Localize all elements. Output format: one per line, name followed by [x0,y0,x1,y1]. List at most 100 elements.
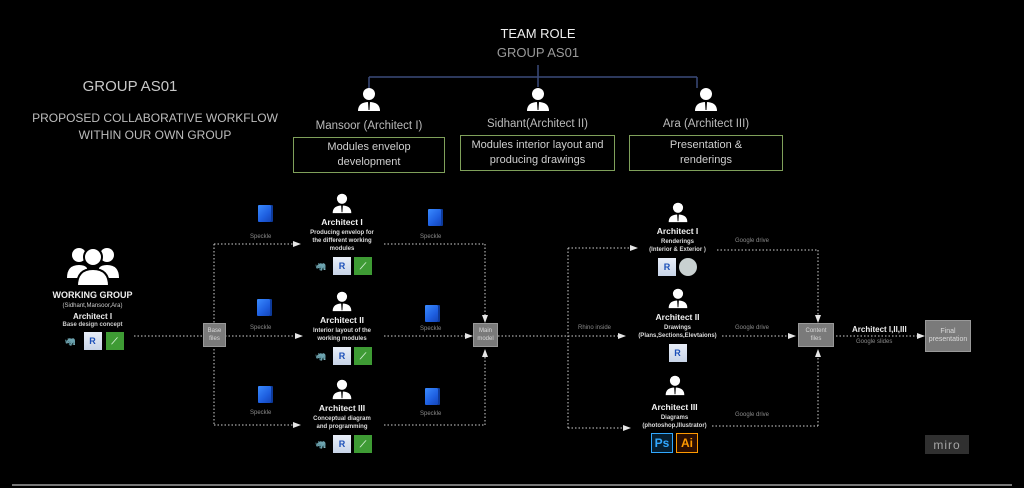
role-line: development [337,156,401,168]
member-role-box: Modules envelop development [293,137,445,173]
node-label: Content [805,328,827,334]
speckle-cube-icon [425,305,438,322]
google-drive-label: Google drive [735,325,770,331]
node-label: files [209,336,220,342]
node-label: Final [940,328,956,335]
stage2-architect-3: Architect III Diagrams(photoshop,Illustr… [632,374,717,453]
role-line: producing drawings [489,154,586,166]
node-label: Base [207,328,222,334]
node-label: model [477,336,494,342]
speckle-label: Speckle [420,326,442,332]
node-label: presentation [928,336,968,343]
person-icon [665,375,684,396]
architect-title: Architect III [318,403,366,413]
member-role-box: Presentation & renderings [629,135,783,171]
workflow-subtitle: PROPOSED COLLABORATIVE WORKFLOW WITHIN O… [20,110,290,144]
architect-title: Architect III [651,402,698,412]
architect-desc: Diagrams(photoshop,Illustrator) [642,415,707,429]
team-member-mansoor: Mansoor (Architect I) Modules envelop dev… [293,86,445,173]
speckle-label: Speckle [250,410,272,416]
speckle-cube-icon [425,388,438,405]
architect-title: Architect II [655,312,700,322]
rhino-icon: 🦏 [64,335,77,346]
revit-icon: R [83,332,102,350]
role-line: Presentation & [669,139,743,151]
revit-icon: R [668,344,687,362]
grasshopper-icon: ⟋ [354,347,372,365]
speckle-label: Speckle [420,411,442,417]
illustrator-icon: Ai [676,433,698,453]
app-icons: R [635,258,720,276]
role-line: renderings [680,154,732,166]
google-drive-label: Google drive [735,238,770,244]
grasshopper-icon: ⟋ [105,332,124,350]
stage2-architect-2: Architect II Drawings(Plans,Sections,Ele… [630,287,725,362]
person-icon [358,88,380,111]
rhino-icon: 🦏 [315,438,327,449]
member-name: Mansoor (Architect I) [315,120,423,132]
team-role-title: TEAM ROLE [500,26,576,41]
rhino-icon: 🦏 [315,350,327,361]
speckle-cube-icon [258,205,271,222]
architect-desc: Renderings(Interior & Exterior ) [649,239,706,253]
app-icons: 🦏 R ⟋ [298,435,386,453]
team-member-ara: Ara (Architect III) Presentation & render… [629,86,783,171]
google-drive-label: Google drive [735,412,770,418]
miro-logo[interactable]: miro [925,435,969,454]
architect-title: Architect I [321,217,363,227]
person-icon [668,202,687,223]
node-label: files [810,336,822,342]
rhino-inside-label: Rhino inside [578,325,612,331]
person-icon [332,379,352,400]
grasshopper-icon: ⟋ [354,257,372,275]
app-icons: 🦏 R ⟋ [298,347,386,365]
working-group-task: Base design concept [62,322,123,328]
grasshopper-icon: ⟋ [354,435,372,453]
app-icons: R [630,344,725,362]
person-icon [526,88,549,111]
member-name: Sidhant(Architect II) [487,118,588,130]
working-group: WORKING GROUP (Sidhant,Mansoor,Ara) Arch… [40,244,145,350]
app-icons: 🦏 R ⟋ [40,332,145,350]
subtitle-line-1: PROPOSED COLLABORATIVE WORKFLOW [32,111,278,125]
photoshop-icon: Ps [651,433,673,453]
person-icon [695,88,717,111]
google-slides-label: Google slides [856,339,893,345]
base-files-node[interactable]: Base files [203,323,226,347]
final-architects-label: Architect I,II,III [852,325,907,334]
app-icons: Ps Ai [632,433,717,453]
member-role-box: Modules interior layout and producing dra… [460,135,615,171]
revit-icon: R [333,347,351,365]
node-label: Main [478,328,492,334]
speckle-label: Speckle [250,325,272,331]
architect-title: Architect II [320,315,364,325]
vray-icon [679,258,697,276]
speckle-cube-icon [258,386,271,403]
team-role-group: GROUP AS01 [496,45,580,60]
working-group-title: WORKING GROUP [52,290,133,300]
main-model-node[interactable]: Main model [473,323,498,347]
role-line: Modules interior layout and [471,139,604,151]
revit-icon: R [333,435,351,453]
role-line: Modules envelop [327,141,411,153]
content-files-node[interactable]: Content files [798,323,834,347]
subtitle-line-2: WITHIN OUR OWN GROUP [78,128,232,142]
person-icon [332,291,352,312]
person-icon [332,193,352,214]
speckle-label: Speckle [250,234,272,240]
group-title: GROUP AS01 [82,78,178,95]
working-group-architect: Architect I [72,312,113,321]
person-icon [668,288,687,309]
speckle-cube-icon [428,209,441,226]
working-group-members: (Sidhant,Mansoor,Ara) [62,303,123,309]
member-name: Ara (Architect III) [662,118,750,130]
architect-title: Architect I [656,226,699,236]
